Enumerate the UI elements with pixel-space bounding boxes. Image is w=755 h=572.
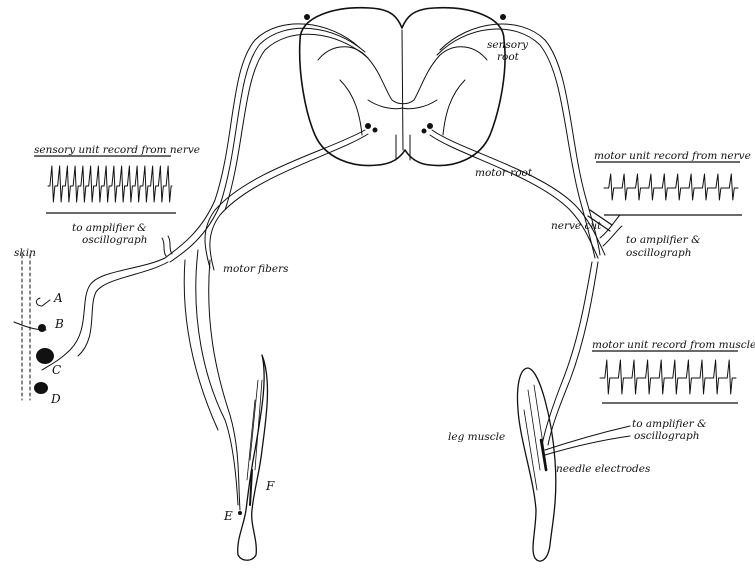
label-amp-right-nerve-2: oscillograph (626, 247, 691, 259)
label-skin: skin (14, 247, 36, 259)
right-nerve (430, 24, 612, 445)
left-muscle (238, 355, 268, 560)
point-label-a: A (53, 291, 63, 305)
motor-nerve-record (596, 162, 742, 215)
point-label-c: C (52, 363, 61, 377)
label-motor-record-muscle: motor unit record from muscle (592, 339, 755, 351)
point-label-e: E (223, 509, 233, 523)
point-label-b: B (54, 317, 64, 331)
label-leg-muscle: leg muscle (448, 431, 505, 443)
label-motor-fibers: motor fibers (223, 263, 289, 275)
label-motor-root: motor root (475, 167, 533, 179)
label-nerve-cut: nerve cut (551, 220, 602, 232)
point-label-d: D (50, 392, 61, 406)
left-electrode-wires (162, 236, 172, 256)
needle-electrode-wires (545, 426, 630, 455)
receptor-c: C (36, 348, 61, 377)
receptor-a: A (36, 291, 63, 306)
receptor-d: D (34, 382, 61, 406)
label-sensory-root-1: sensory (487, 39, 529, 51)
motor-muscle-record (592, 351, 738, 403)
spinal-cord-section (300, 8, 506, 166)
label-amp-right-muscle-2: oscillograph (634, 430, 699, 442)
label-amp-left-1: to amplifier & (72, 222, 146, 234)
label-sensory-record-nerve: sensory unit record from nerve (34, 144, 200, 156)
label-amp-left-2: oscillograph (82, 234, 147, 246)
point-label-f: F (265, 479, 275, 493)
left-nerve (42, 24, 368, 510)
right-muscle (517, 368, 555, 561)
label-motor-record-nerve: motor unit record from nerve (594, 150, 751, 162)
label-needle-electrodes: needle electrodes (556, 463, 651, 475)
label-amp-right-nerve-1: to amplifier & (626, 234, 700, 246)
sensory-nerve-record (34, 156, 176, 213)
label-sensory-root-2: root (497, 51, 520, 63)
label-amp-right-muscle-1: to amplifier & (632, 418, 706, 430)
